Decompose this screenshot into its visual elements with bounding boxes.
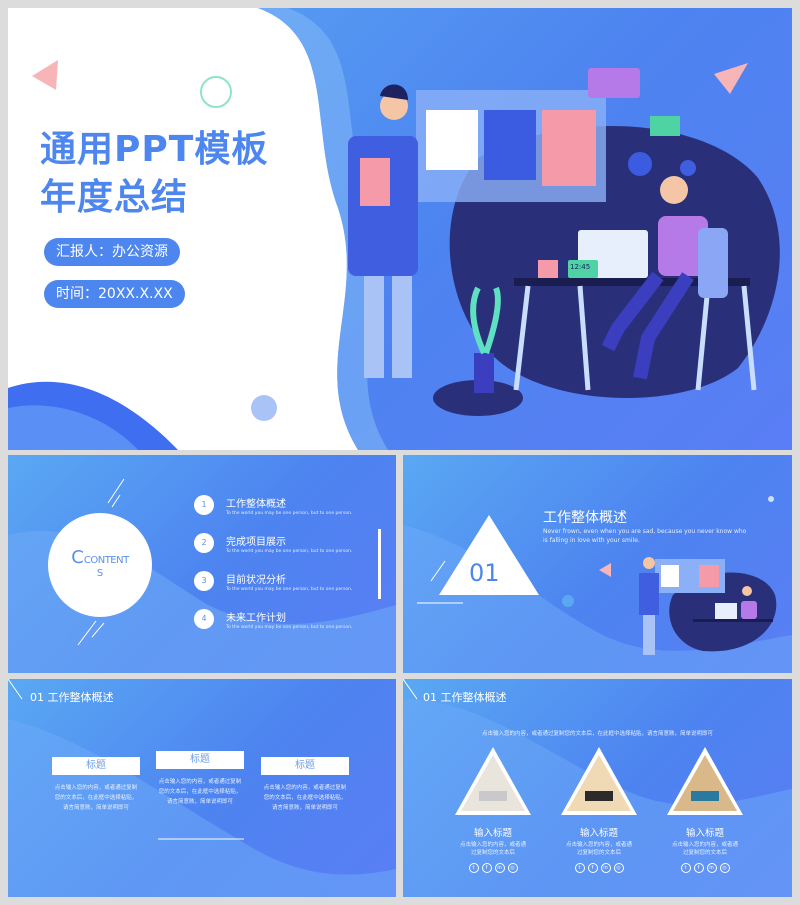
cover-slide[interactable]: 通用PPT模板 年度总结 汇报人：办公资源 时间：20XX.X.XX 12:45	[8, 8, 792, 450]
cover-background	[8, 8, 780, 450]
photo-triangle	[667, 747, 743, 815]
card-text: 点击输入您的内容，或者通过复制您的文本后，在此框中选择粘贴，请言简意赅，简单说明…	[158, 779, 242, 805]
clock-text: 12:45	[570, 263, 591, 271]
card-text: 点击输入您的内容，或者通过复制您的文本后，在此框中选择粘贴，请言简意赅，简单说明…	[54, 785, 138, 811]
title-line-1: 通用PPT模板	[40, 129, 269, 170]
item-number: 4	[194, 609, 214, 629]
item-number: 3	[194, 571, 214, 591]
feature-title: 输入标题	[579, 828, 618, 839]
photo-triangle	[561, 747, 637, 815]
contents-circle: CCONTENT S	[48, 513, 152, 617]
text-card: 标题 点击输入您的内容，或者通过复制您的文本后，在此框中选择粘贴，请言简意赅，简…	[261, 757, 349, 813]
instagram-icon[interactable]: ◎	[719, 863, 730, 873]
intro-text: 点击输入您的内容，或者通过复制您的文本后，在此框中选择粘贴，请言简意赅，简单说明…	[481, 731, 713, 737]
instagram-icon[interactable]: ◎	[507, 863, 518, 873]
contents-title: CONTENT	[83, 555, 129, 566]
time-badge: 时间：20XX.X.XX	[44, 280, 185, 308]
section-title: 工作整体概述	[543, 510, 627, 526]
card-title: 标题	[52, 757, 140, 775]
overview-slide[interactable]: 01 工作整体概述 标题 点击输入您的内容，或者通过复制您的文本后，在此框中选择…	[8, 679, 396, 897]
contents-title-s: S	[96, 568, 104, 579]
item-number: 1	[194, 495, 214, 515]
linkedin-icon[interactable]: in	[600, 863, 611, 873]
slide-header: 01 工作整体概述	[423, 691, 507, 704]
twitter-icon[interactable]: t	[468, 863, 479, 873]
linkedin-icon[interactable]: in	[494, 863, 505, 873]
card-title: 标题	[156, 751, 244, 769]
item-subtitle: To the world you may be one person, but …	[226, 625, 353, 630]
item-title: 目前状况分析	[226, 575, 286, 586]
triangle-decoration	[32, 60, 58, 90]
feature-title: 输入标题	[685, 828, 724, 839]
instagram-icon[interactable]: ◎	[613, 863, 624, 873]
cover-title: 通用PPT模板 年度总结	[40, 126, 268, 222]
item-title: 完成项目展示	[226, 537, 286, 548]
facebook-icon[interactable]: f	[587, 863, 598, 873]
item-subtitle: To the world you may be one person, but …	[226, 549, 353, 554]
facebook-icon[interactable]: f	[693, 863, 704, 873]
contents-slide[interactable]: CCONTENT S 1 工作整体概述 To the world you may…	[8, 455, 396, 673]
text-card: 标题 点击输入您的内容，或者通过复制您的文本后，在此框中选择粘贴，请言简意赅，简…	[156, 751, 244, 807]
card-text: 点击输入您的内容，或者通过复制您的文本后，在此框中选择粘贴，请言简意赅，简单说明…	[263, 785, 347, 811]
reporter-badge: 汇报人：办公资源	[44, 238, 180, 266]
item-number: 2	[194, 533, 214, 553]
item-subtitle: To the world you may be one person, but …	[226, 511, 353, 516]
section-subtitle: Never frown, even when you are sad, beca…	[543, 528, 747, 544]
item-title: 未来工作计划	[226, 613, 286, 624]
text-card: 标题 点击输入您的内容，或者通过复制您的文本后，在此框中选择粘贴，请言简意赅，简…	[52, 757, 140, 813]
item-subtitle: To the world you may be one person, but …	[226, 587, 353, 592]
section-background	[403, 496, 792, 673]
twitter-icon[interactable]: t	[574, 863, 585, 873]
feature-text: 点击输入您的内容，或者通过复制您的文本后	[671, 842, 738, 856]
twitter-icon[interactable]: t	[680, 863, 691, 873]
section-number: 01	[469, 559, 500, 587]
feature-text: 点击输入您的内容，或者通过复制您的文本后	[565, 842, 632, 856]
facebook-icon[interactable]: f	[481, 863, 492, 873]
slide-header: 01 工作整体概述	[30, 691, 114, 704]
title-line-2: 年度总结	[40, 177, 189, 218]
features-slide[interactable]: 01 工作整体概述 点击输入您的内容，或者通过复制您的文本后，在此框中选择粘贴，…	[403, 679, 792, 897]
section-slide[interactable]: 01 工作整体概述 Never frown, even when you are…	[403, 455, 792, 673]
item-title: 工作整体概述	[226, 499, 286, 510]
feature-text: 点击输入您的内容，或者通过复制您的文本后	[459, 842, 526, 856]
photo-triangle	[455, 747, 531, 815]
card-title: 标题	[261, 757, 349, 775]
linkedin-icon[interactable]: in	[706, 863, 717, 873]
feature-title: 输入标题	[473, 828, 512, 839]
